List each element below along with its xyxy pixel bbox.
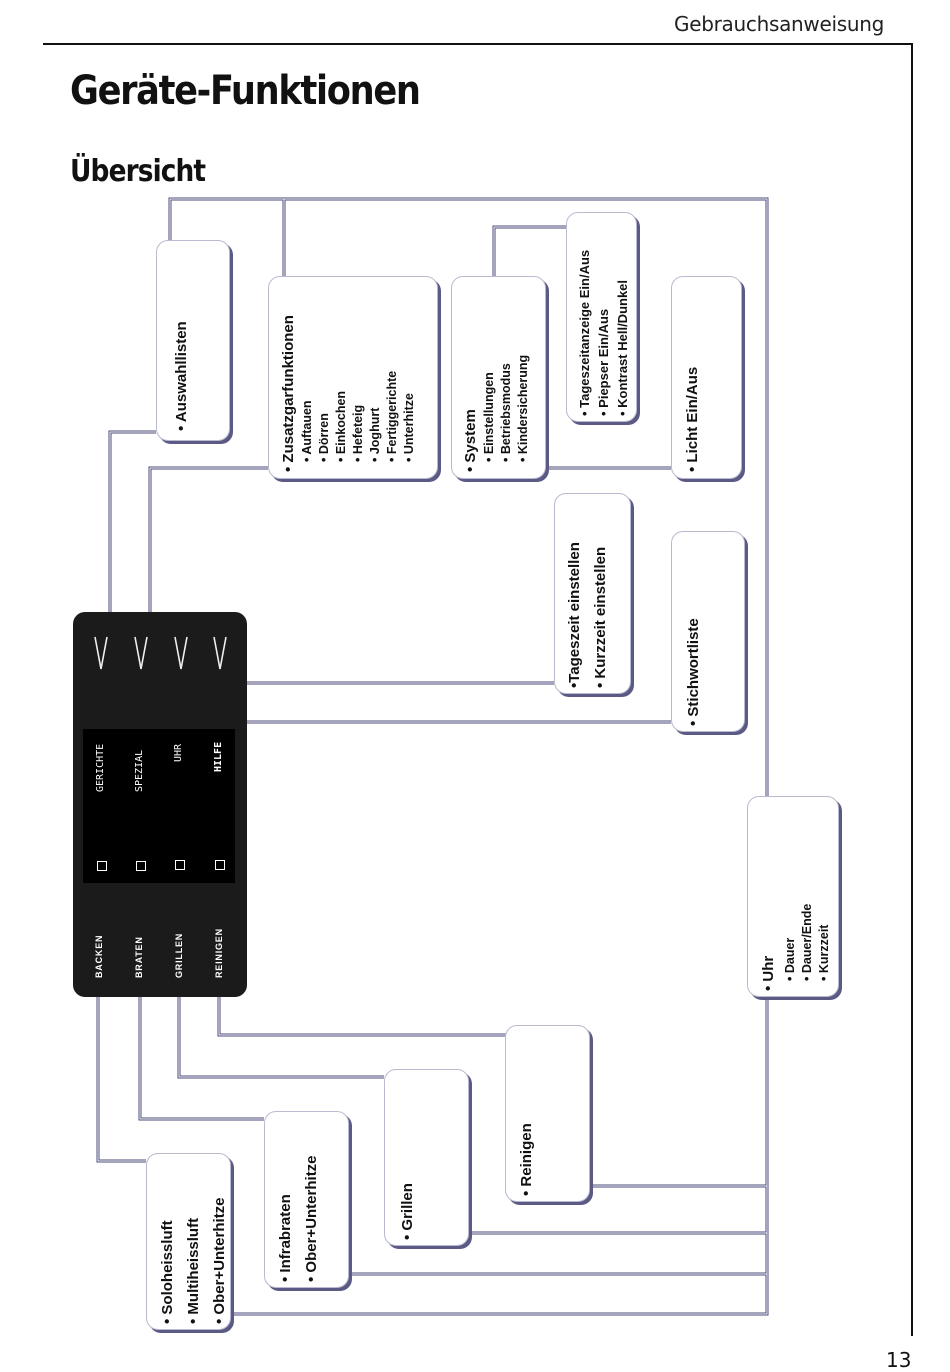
chevron-down-icon[interactable] [213, 636, 227, 670]
box-backen: • Soloheissluft • Multiheissluft • Ober+… [146, 1153, 231, 1330]
checkbox-icon [136, 861, 146, 871]
control-panel: GERICHTE SPEZIAL UHR HILFE BACKEN BRATEN… [73, 612, 247, 997]
box-item: • Ober+Unterhitze [211, 1197, 228, 1324]
box-auswahllisten: • Auswahllisten [156, 240, 230, 441]
box-item: • Auswahllisten [173, 321, 190, 431]
box-title: • Zusatzgarfunktionen [280, 315, 297, 472]
chevron-down-icon[interactable] [134, 636, 148, 670]
box-item: • Infrabraten [277, 1194, 294, 1282]
menu-uhr[interactable]: UHR [173, 743, 184, 762]
menu-gerichte[interactable]: GERICHTE [95, 743, 106, 792]
menu-hilfe[interactable]: HILFE [213, 741, 224, 772]
box-uhr-einstellen: •Tageszeit einstellen • Kurzzeit einstel… [554, 493, 631, 694]
button-grillen[interactable]: GRILLEN [174, 932, 184, 978]
line-hilfe [228, 720, 671, 795]
checkbox-icon [97, 861, 107, 871]
box-zusatzgarfunktionen: • Zusatzgarfunktionen • Auftauen • Dörre… [268, 276, 438, 479]
button-backen[interactable]: BACKEN [94, 934, 104, 978]
line-braten [138, 985, 264, 1121]
box-item: • Einstellungen [482, 372, 496, 462]
section-title: Übersicht [70, 154, 206, 189]
box-item: • Kurzzeit einstellen [592, 546, 609, 688]
box-item: • Hefeteig [351, 404, 365, 462]
line-reinigen [217, 985, 506, 1037]
box-item: • Dauer [783, 937, 797, 981]
box-item: •Tageszeit einstellen [566, 542, 583, 688]
box-item: • Grillen [399, 1183, 416, 1240]
box-item: • Tageszeitanzeige Ein/Aus [577, 249, 592, 416]
menu-spezial[interactable]: SPEZIAL [134, 749, 145, 792]
box-einstellungen: • Tageszeitanzeige Ein/Aus • Piepser Ein… [566, 212, 637, 422]
page-number: 13 [886, 1348, 912, 1372]
lcd-display: GERICHTE SPEZIAL UHR HILFE [83, 729, 235, 883]
chevron-down-icon[interactable] [94, 636, 108, 670]
box-title: • Uhr [760, 955, 777, 991]
box-item: • Ober+Unterhitze [303, 1155, 320, 1282]
box-grillen: • Grillen [384, 1069, 469, 1246]
box-item: • Einkochen [334, 390, 348, 462]
box-title: • System [462, 409, 479, 472]
box-reinigen: • Reinigen [505, 1025, 590, 1202]
box-stichwortliste: • Stichwortliste [671, 531, 745, 732]
page-title: Geräte-Funktionen [70, 68, 421, 114]
box-item: • Joghurt [368, 407, 382, 462]
button-reinigen[interactable]: REINIGEN [214, 928, 224, 978]
box-licht: • Licht Ein/Aus [671, 276, 742, 479]
box-item: • Dörren [317, 413, 331, 462]
box-item: • Kurzzeit [817, 924, 831, 981]
chevron-down-icon[interactable] [174, 636, 188, 670]
box-item: • Kindersicherung [516, 354, 530, 462]
button-braten[interactable]: BRATEN [134, 936, 144, 978]
box-uhr: • Uhr • Dauer • Dauer/Ende • Kurzzeit [747, 796, 839, 997]
box-system: • System • Einstellungen • Betriebsmodus… [451, 276, 546, 479]
box-item: • Auftauen [300, 400, 314, 462]
box-item: • Licht Ein/Aus [684, 366, 701, 472]
box-item: • Soloheissluft [159, 1220, 176, 1324]
header-rule [43, 43, 913, 45]
running-header: Gebrauchsanweisung [674, 12, 884, 36]
margin-rule [911, 43, 913, 1336]
box-item: • Stichwortliste [685, 618, 702, 726]
checkbox-icon [215, 860, 225, 870]
checkbox-icon [175, 860, 185, 870]
box-item: • Betriebsmodus [499, 363, 513, 462]
box-item: • Kontrast Hell/Dunkel [615, 279, 630, 416]
box-braten: • Infrabraten • Ober+Unterhitze [264, 1111, 349, 1288]
box-item: • Reinigen [518, 1123, 535, 1196]
box-item: • Piepser Ein/Aus [596, 308, 611, 416]
box-item: • Unterhitze [402, 393, 416, 462]
box-item: • Fertiggerichte [385, 370, 399, 462]
box-item: • Multiheissluft [185, 1217, 202, 1324]
box-item: • Dauer/Ende [800, 903, 814, 981]
line-grillen [177, 985, 384, 1079]
